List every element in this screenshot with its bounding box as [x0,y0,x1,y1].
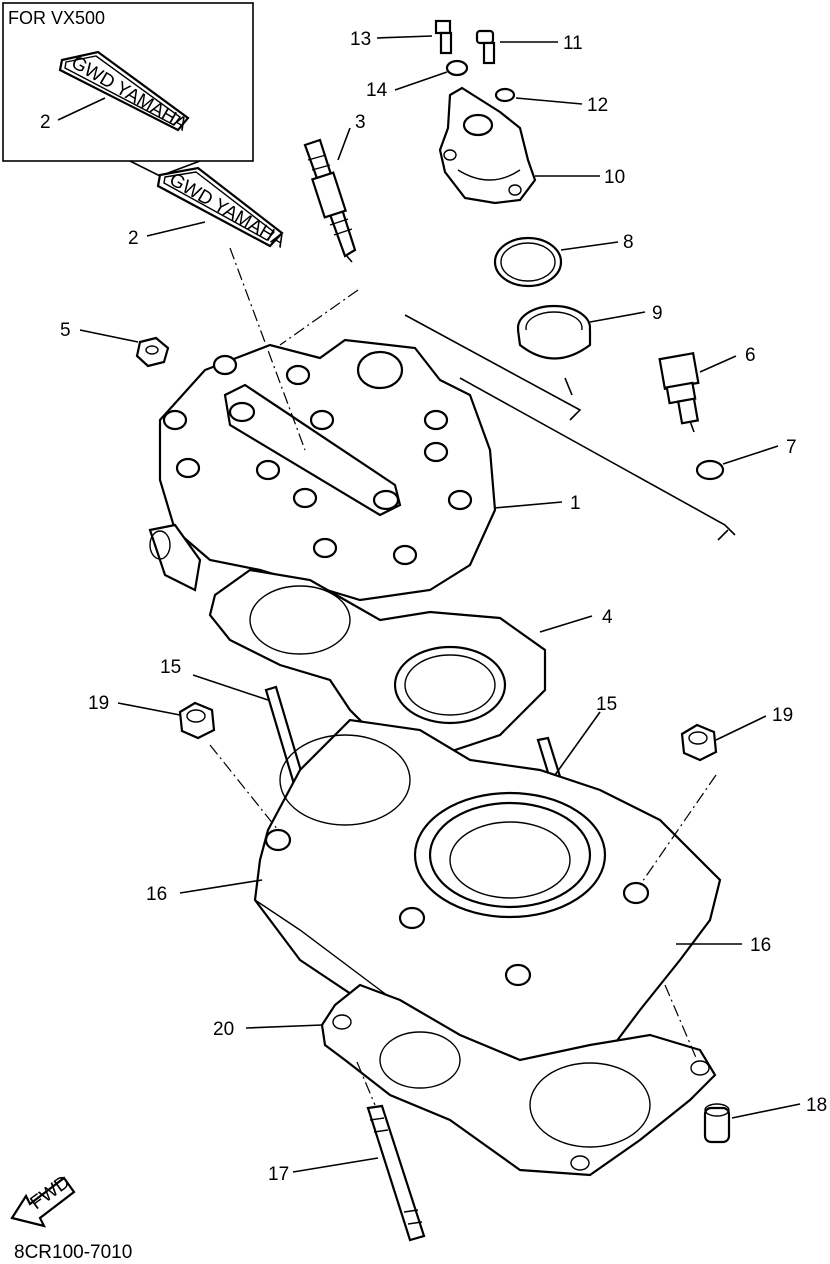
callout-16-left: 16 [146,884,167,905]
callout-5: 5 [60,320,71,341]
callout-14: 14 [366,80,388,101]
cylinder-block [253,718,722,1067]
bolt-13 [434,19,453,55]
decal-inset-text: GWD YAMAHA [68,52,192,135]
spark-plug [303,138,357,263]
gasket-7 [695,459,725,481]
callout-19-left: 19 [88,693,109,714]
decal-main: GWD YAMAHA [156,166,290,253]
inset-box: FOR VX500 [2,2,254,177]
callout-8: 8 [623,232,634,253]
callout-15-right: 15 [596,694,617,715]
thermostat-cover [438,86,537,205]
base-gasket [320,983,717,1177]
stud-17 [366,1104,426,1242]
callout-13: 13 [350,29,371,50]
callout-17: 17 [268,1164,289,1185]
callout-labels: 2 2 3 13 14 11 12 10 8 9 6 7 5 1 4 15 15… [40,29,827,1185]
temp-sensor-6 [658,352,700,433]
callout-18: 18 [806,1095,827,1116]
callout-4: 4 [602,607,613,628]
decal-inset: GWD YAMAHA [58,50,192,136]
callout-12: 12 [587,95,608,116]
nut-19-left [178,701,216,740]
decal-main-text: GWD YAMAHA [166,169,290,252]
callout-16-right: 16 [750,935,771,956]
leader-lines [57,35,801,1173]
callout-11: 11 [563,33,583,54]
callout-2-inset: 2 [40,112,51,133]
callout-6: 6 [745,345,756,366]
o-ring-8 [493,236,563,288]
assembly-lines [209,247,736,1106]
callout-9: 9 [652,303,663,324]
cylinder-head [148,338,497,602]
bolt-11 [475,29,496,65]
thermostat-9 [516,304,592,360]
dowel-18 [703,1103,731,1144]
head-gasket [208,568,547,757]
callout-10: 10 [604,167,625,188]
callout-1: 1 [570,493,581,514]
nut-19-right [680,723,718,762]
callout-15-left: 15 [160,657,181,678]
diagram-code: 8CR100-7010 [14,1242,132,1263]
inset-title: FOR VX500 [8,8,105,28]
callout-2: 2 [128,228,139,249]
washer-14 [445,59,469,77]
callout-20: 20 [213,1019,234,1040]
fwd-arrow-icon: FWD [10,1172,76,1228]
nut-5 [135,336,170,368]
callout-7: 7 [786,437,797,458]
washer-12 [494,87,516,103]
callout-3: 3 [355,112,366,133]
callout-19-right: 19 [772,705,793,726]
